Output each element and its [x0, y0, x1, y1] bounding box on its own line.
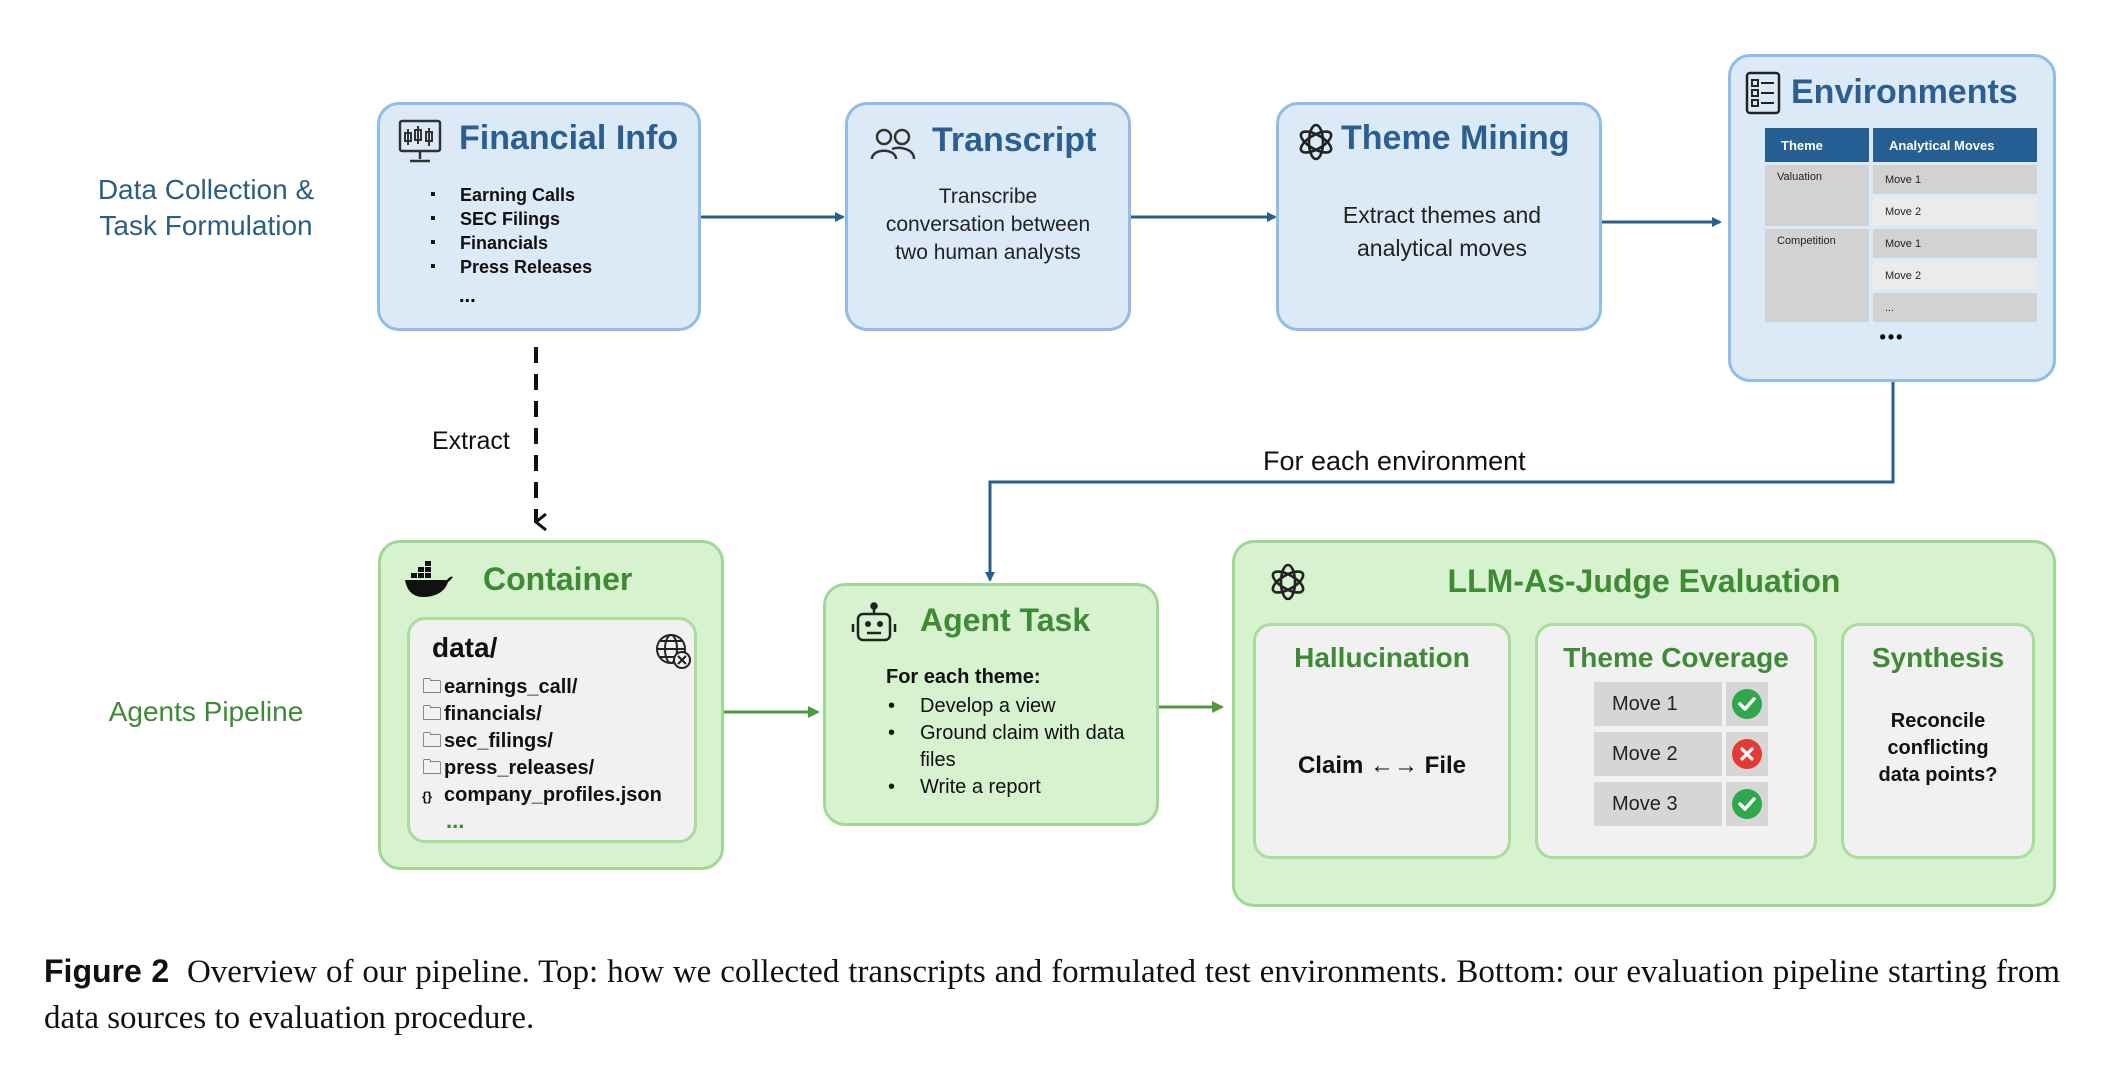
transcript-title: Transcript	[932, 121, 1097, 159]
environments-ellipsis: •••	[1879, 327, 1905, 347]
status-cell	[1726, 732, 1768, 776]
status-cell	[1726, 682, 1768, 726]
table-cell-theme: Competition	[1765, 229, 1869, 322]
table-row: Move 3	[1594, 782, 1768, 826]
openai-logo-icon	[1299, 123, 1333, 161]
table-cell-move: ...	[1873, 293, 2037, 322]
financial-info-ellipsis: ...	[459, 285, 476, 307]
agent-task-title: Agent Task	[920, 602, 1091, 638]
move-label: Move 2	[1594, 732, 1722, 776]
list-item: Develop a view	[886, 693, 1146, 720]
list-item: 🗀sec_filings/	[422, 728, 662, 755]
edge-label-extract: Extract	[432, 427, 510, 455]
container-file-list: 🗀earnings_call/ 🗀financials/ 🗀sec_filing…	[422, 674, 662, 810]
check-circle-icon	[1732, 789, 1762, 819]
synthesis-title: Synthesis	[1871, 642, 2005, 673]
check-circle-icon	[1732, 689, 1762, 719]
environments-title: Environments	[1791, 73, 2018, 111]
theme-coverage-title: Theme Coverage	[1563, 642, 1789, 673]
folder-icon: 🗀	[422, 730, 442, 752]
judge-title: LLM-As-Judge Evaluation	[1447, 563, 1841, 599]
list-item: 🗀press_releases/	[422, 755, 662, 782]
agent-task-steps: Develop a view Ground claim with data fi…	[886, 693, 1146, 801]
hallucination-panel: Hallucination Claim ←→ File	[1253, 623, 1511, 859]
monitor-chart-icon	[398, 119, 442, 163]
status-cell	[1726, 782, 1768, 826]
table-cell-move: Move 1	[1873, 229, 2037, 258]
arrow-environments-to-agent-task	[985, 381, 1895, 582]
people-icon	[870, 128, 916, 160]
checklist-icon	[1745, 71, 1781, 115]
table-row: Move 1	[1594, 682, 1768, 726]
table-cell-theme: Valuation	[1765, 165, 1869, 226]
transcript-description: Transcribe conversation between two huma…	[885, 185, 1091, 264]
table-header: Theme	[1765, 128, 1869, 162]
hallucination-claim-file: Claim ←→ File	[1297, 752, 1467, 779]
table-cell-move: Move 2	[1873, 261, 2037, 290]
theme-mining-description: Extract themes and analytical moves	[1342, 202, 1542, 261]
list-item: {}company_profiles.json	[422, 782, 662, 810]
robot-icon	[851, 602, 897, 642]
row-label-agents-pipeline: Agents Pipeline	[108, 696, 304, 727]
list-item: SEC Filings	[424, 207, 592, 231]
list-item: Write a report	[886, 774, 1146, 801]
figure-label: Figure 2	[44, 953, 170, 989]
list-item: Ground claim with data files	[886, 720, 1146, 774]
table-row: Move 2	[1594, 732, 1768, 776]
agent-task-heading: For each theme:	[886, 666, 1041, 688]
folder-icon: 🗀	[422, 676, 442, 698]
agent-task-box: Agent Task For each theme: Develop a vie…	[823, 583, 1159, 826]
list-item: Press Releases	[424, 255, 592, 279]
financial-info-box: Financial Info Earning Calls SEC Filings…	[377, 102, 701, 331]
table-cell-move: Move 2	[1873, 197, 2037, 226]
docker-whale-icon	[405, 561, 453, 597]
folder-icon: 🗀	[422, 757, 442, 779]
list-item: Financials	[424, 231, 592, 255]
financial-info-title: Financial Info	[459, 119, 679, 157]
judge-box: LLM-As-Judge Evaluation Hallucination Cl…	[1232, 540, 2056, 907]
synthesis-panel: Synthesis Reconcile conflicting data poi…	[1841, 623, 2035, 859]
theme-mining-title: Theme Mining	[1341, 119, 1570, 157]
openai-logo-icon	[1271, 563, 1305, 601]
environments-box: Environments Theme Analytical Moves Valu…	[1728, 54, 2056, 382]
theme-mining-box: Theme Mining Extract themes and analytic…	[1276, 102, 1602, 331]
edge-label-for-each-environment: For each environment	[1263, 446, 1526, 476]
table-cell-move: Move 1	[1873, 165, 2037, 194]
move-label: Move 1	[1594, 682, 1722, 726]
move-label: Move 3	[1594, 782, 1722, 826]
container-ellipsis: ...	[446, 808, 465, 833]
synthesis-question: Reconcile conflicting data points?	[1878, 710, 1998, 786]
financial-info-list: Earning Calls SEC Filings Financials Pre…	[424, 183, 592, 279]
theme-coverage-panel: Theme Coverage Move 1 Move 2 Move 3	[1535, 623, 1817, 859]
container-box: Container data/ 🗀earnings_call/ 🗀financi…	[378, 540, 724, 870]
table-header: Analytical Moves	[1873, 128, 2037, 162]
list-item: 🗀earnings_call/	[422, 674, 662, 701]
transcript-box: Transcript Transcribe conversation betwe…	[845, 102, 1131, 331]
environments-table: Theme Analytical Moves Valuation Move 1 …	[1761, 125, 2041, 325]
row-label-data-collection: Data Collection & Task Formulation	[97, 174, 315, 241]
folder-icon: 🗀	[422, 703, 442, 725]
theme-coverage-moves: Move 1 Move 2 Move 3	[1594, 682, 1768, 832]
globe-blocked-icon	[656, 634, 691, 669]
json-file-icon: {}	[422, 789, 433, 804]
container-files-panel: data/ 🗀earnings_call/ 🗀financials/ 🗀sec_…	[407, 617, 697, 843]
figure-caption: Figure 2 Overview of our pipeline. Top: …	[44, 948, 2060, 1041]
x-circle-icon	[1732, 739, 1762, 769]
hallucination-title: Hallucination	[1294, 642, 1470, 673]
container-root-folder: data/	[432, 632, 498, 663]
list-item: Earning Calls	[424, 183, 592, 207]
container-title: Container	[483, 561, 633, 597]
caption-text: Overview of our pipeline. Top: how we co…	[44, 954, 2061, 1036]
list-item: 🗀financials/	[422, 701, 662, 728]
